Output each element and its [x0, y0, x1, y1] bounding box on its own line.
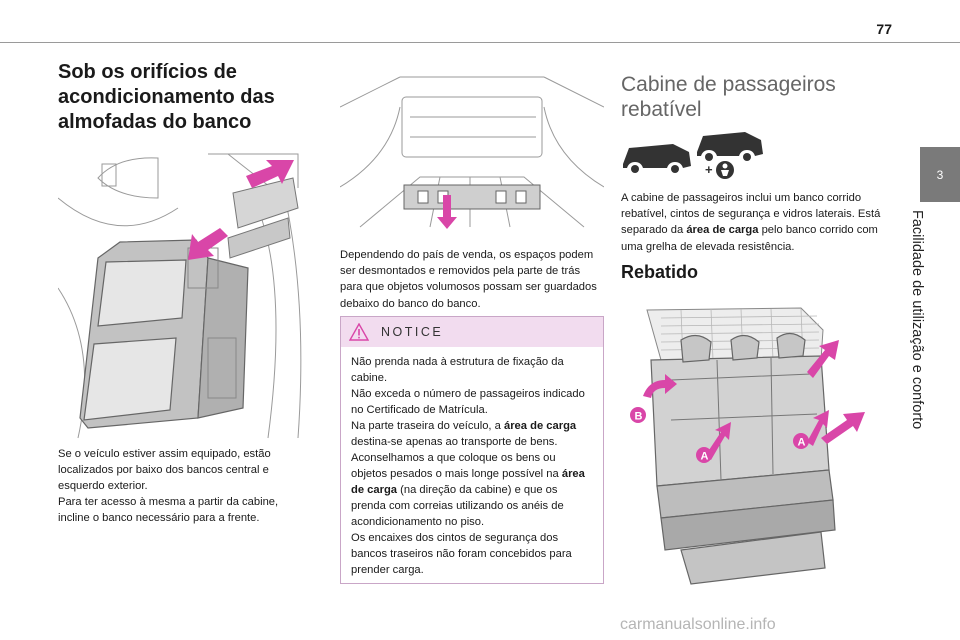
notice-text: Não prenda nada à estrutura de fixação d…	[341, 347, 603, 578]
notice-box: NOTICE Não prenda nada à estrutura de fi…	[340, 316, 604, 584]
storage-paragraph-1: Se o veículo estiver assim equipado, est…	[58, 448, 271, 493]
section-heading-storage: Sob os orifícios de acondicionamento das…	[58, 61, 275, 133]
cabin-paragraph-c: pelo banco corrido com uma grelha de ele…	[621, 224, 878, 253]
folding-bench-illustration: B A A	[621, 300, 887, 590]
cargo-floor-illustration	[340, 67, 604, 235]
callout-a-left	[696, 447, 712, 463]
seat-storage-illustration	[58, 148, 310, 440]
notice-line-2: Não exceda o número de passageiros indic…	[351, 388, 585, 416]
subheading-folded: Rebatido	[621, 262, 699, 282]
plus-sign: +	[705, 162, 713, 177]
callout-a-right-label: A	[798, 437, 806, 449]
callout-b-label: B	[635, 411, 643, 423]
notice-line-5: Os encaixes dos cintos de segurança dos …	[351, 532, 572, 576]
callout-a-right	[793, 433, 809, 449]
callout-b	[630, 407, 646, 423]
header-rule	[0, 42, 960, 43]
notice-line-3b: área de carga	[503, 420, 577, 432]
cargo-paragraph: Dependendo do país de venda, os espaços …	[340, 249, 597, 310]
chapter-title: Facilidade de utilização e conforto	[909, 210, 925, 430]
notice-title: NOTICE	[381, 325, 444, 339]
van-icon	[623, 144, 691, 173]
notice-line-3c: destina-se apenas ao transporte de bens.	[351, 436, 558, 448]
van-icons: +	[621, 132, 781, 180]
notice-line-3a: Na parte traseira do veículo, a	[351, 420, 504, 432]
chapter-number: 3	[936, 167, 944, 182]
notice-header: NOTICE	[341, 317, 603, 347]
warning-triangle-icon	[349, 323, 369, 341]
callout-a-left-label: A	[701, 451, 709, 463]
page-number: 77	[876, 21, 892, 37]
cabin-paragraph: A cabine de passageiros inclui um banco …	[621, 190, 887, 255]
van-icon	[697, 132, 763, 161]
cabin-paragraph-a: A cabine de passageiros inclui um banco …	[621, 192, 881, 237]
storage-paragraph-2: Para ter acesso à mesma a partir da cabi…	[58, 496, 279, 525]
seat-belt-icon	[716, 161, 734, 179]
notice-line-4c: (na direção da cabine) e que os prenda c…	[351, 484, 564, 528]
cabin-paragraph-b: área de carga	[686, 224, 759, 237]
section-heading-cabin: Cabine de passageiros rebatível	[621, 73, 836, 121]
notice-line-4a: Aconselhamos a que coloque os bens ou ob…	[351, 452, 562, 480]
notice-line-1: Não prenda nada à estrutura de fixação d…	[351, 356, 564, 384]
chapter-tab: 3	[920, 147, 960, 202]
watermark: carmanualsonline.info	[620, 616, 776, 633]
notice-line-4b: área de carga	[351, 468, 585, 496]
